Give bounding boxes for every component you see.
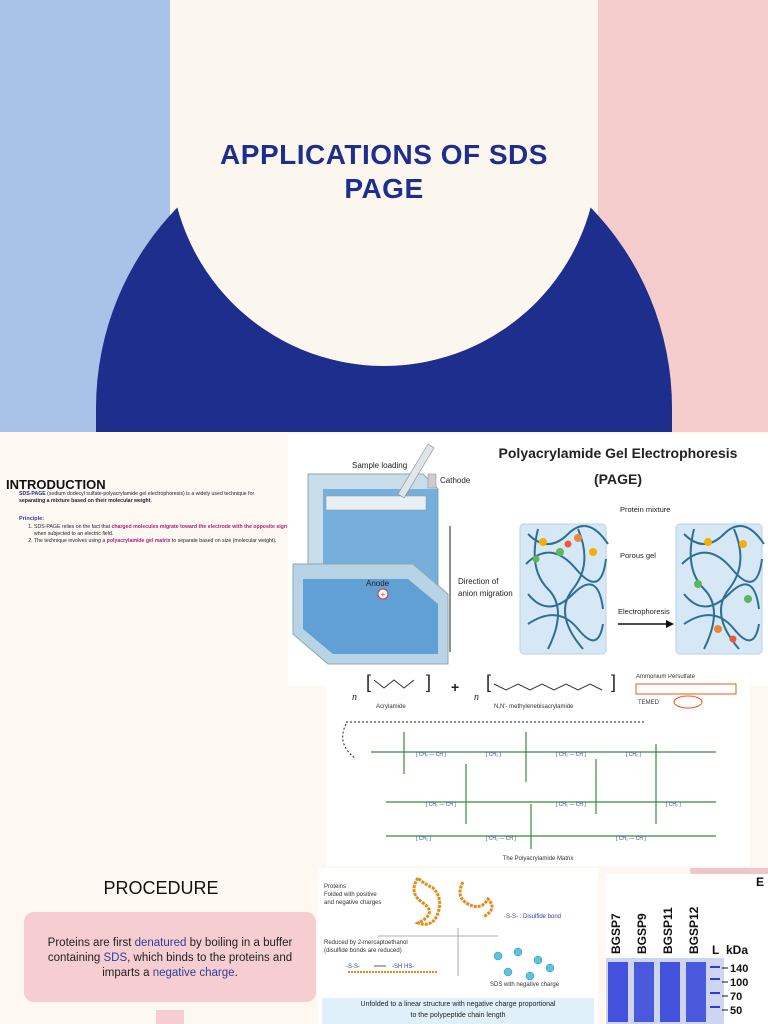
arrowhead-icon	[666, 620, 674, 628]
svg-text:[ CH₂ — CH ]: [ CH₂ — CH ]	[556, 802, 586, 808]
pink-decor-block	[156, 1010, 184, 1024]
lane-label-3: BGSP11	[661, 907, 675, 954]
svg-text:[ CH₂ — CH ]: [ CH₂ — CH ]	[556, 752, 586, 758]
label-unfolded-1: Unfolded to a linear structure with nega…	[361, 1001, 556, 1008]
svg-text:[ CH₂ — CH ]: [ CH₂ — CH ]	[426, 802, 456, 808]
keyword-sds: SDS	[103, 952, 128, 964]
sds-molecules	[493, 947, 555, 981]
introduction-paragraph: SDS-PAGE (sodium dodecyl sulfate-polyacr…	[19, 491, 281, 505]
svg-text:[ CH₂ ]: [ CH₂ ]	[416, 836, 431, 842]
porous-gel-before	[519, 523, 609, 655]
unit-label: kDa	[726, 943, 748, 957]
sds-gel-photo: E BGSP7 BGSP9 BGSP11 BGSP12 L kDa 140 10…	[606, 874, 768, 1024]
keyword-negative-charge: negative charge	[152, 967, 235, 979]
keyword-denatured: denatured	[134, 937, 187, 949]
n1-symbol: n	[352, 692, 357, 703]
reaction-arrow	[342, 723, 357, 760]
unfolded-caption-box	[322, 998, 594, 1024]
introduction-heading: INTRODUCTION	[6, 477, 106, 492]
intro-bold-text: separating a mixture based on their mole…	[19, 498, 151, 504]
procedure-text-box	[24, 912, 316, 1002]
svg-text:[ CH₂ — CH ]: [ CH₂ — CH ]	[486, 836, 516, 842]
label-porous-gel: Porous gel	[620, 551, 656, 560]
label-disulfide-bond: -S-S- : Disulfide bond	[504, 914, 561, 920]
marker-100: 100	[730, 977, 748, 989]
label-polyacrylamide-matrix: The Polyacrylamide Matrix	[503, 856, 574, 862]
label-reduced-1: Reduced by 2-mercaptoethanol	[324, 940, 408, 946]
label-direction-2: anion migration	[458, 589, 513, 598]
label-protein-mixture: Protein mixture	[620, 505, 670, 514]
polyacrylamide-matrix-diagram: n n [] + [] Acrylamide N,N'- methylenebi…	[326, 672, 750, 866]
label-anode: Anode	[366, 579, 390, 588]
label-bisacrylamide: N,N'- methylenebisacrylamide	[494, 704, 574, 710]
label-ammonium-persulfate: Ammonium Persulfate	[636, 674, 696, 680]
slide-title: APPLICATIONS OF SDS PAGE	[220, 139, 548, 204]
svg-text:[ CH₂ — CH ]: [ CH₂ — CH ]	[616, 836, 646, 842]
label-folded-3: and negative charges	[324, 900, 381, 906]
lane-label-1: BGSP7	[609, 913, 623, 954]
introduction-slide: INTRODUCTION SDS-PAGE (sodium dodecyl su…	[0, 434, 768, 866]
label-reduced-2: (disulfide bonds are reduced)	[324, 948, 402, 954]
svg-text:+: +	[381, 590, 386, 599]
lane-label-4: BGSP12	[687, 906, 701, 954]
n2-symbol: n	[474, 692, 479, 703]
principle-item-2: The technique involves using a polyacryl…	[34, 538, 292, 545]
svg-text:[ CH₂ — CH ]: [ CH₂ — CH ]	[416, 752, 446, 758]
label-direction-1: Direction of	[458, 577, 499, 586]
label-acrylamide: Acrylamide	[376, 704, 406, 710]
procedure-heading: PROCEDURE	[103, 878, 219, 898]
gel-corner-label: E	[756, 875, 764, 889]
label-sds-negative: SDS with negative charge	[490, 982, 560, 988]
porous-gel-after	[675, 523, 765, 655]
page-diagram-title-1: Polyacrylamide Gel Electrophoresis	[499, 445, 738, 461]
marker-140: 140	[730, 963, 748, 975]
label-folded-1: Proteins	[324, 884, 346, 890]
label-unfolded-2: to the polypeptide chain length	[411, 1012, 506, 1019]
folded-protein-1	[412, 876, 442, 926]
marker-50: 50	[730, 1005, 742, 1017]
folded-protein-2	[458, 881, 494, 919]
svg-text:+: +	[451, 679, 459, 695]
ladder-label: L	[712, 943, 719, 957]
principle-heading: Principle:	[19, 516, 45, 522]
procedure-text: Proteins are first denatured by boiling …	[47, 937, 293, 979]
procedure-slide: PROCEDURE Proteins are first denatured b…	[0, 868, 768, 1024]
lane-label-2: BGSP9	[635, 913, 649, 954]
intro-text: (sodium dodecyl sulfate-polyacrylamide g…	[45, 491, 255, 497]
cream-pill-shape	[170, 0, 598, 366]
svg-text:[: [	[366, 674, 371, 692]
gel-bands	[608, 962, 720, 1022]
principle-list: SDS-PAGE relies on the fact that charged…	[26, 524, 292, 546]
label-electrophoresis: Electrophoresis	[618, 607, 670, 616]
protein-denaturation-diagram: Proteins Folded with positive and negati…	[318, 868, 598, 1024]
sds-page-term: SDS-PAGE	[19, 491, 46, 497]
svg-text:]: ]	[426, 674, 431, 692]
svg-text:[: [	[486, 674, 491, 692]
label-folded-2: Folded with positive	[324, 892, 377, 898]
label-sample-loading: Sample loading	[352, 461, 407, 470]
label-temed: TEMED	[638, 700, 660, 706]
polymer-chains	[371, 732, 716, 849]
marker-70: 70	[730, 991, 742, 1003]
label-cathode: Cathode	[440, 476, 471, 485]
electrophoresis-tank: +	[292, 443, 449, 665]
intro-end: .	[150, 498, 152, 504]
label-sh: -SH HS-	[392, 964, 414, 970]
title-slide: APPLICATIONS OF SDS PAGE	[0, 0, 768, 432]
svg-text:[ CH₂ ]: [ CH₂ ]	[626, 752, 641, 758]
page-apparatus-diagram: Polyacrylamide Gel Electrophoresis (PAGE…	[288, 434, 768, 686]
svg-text:]: ]	[611, 674, 616, 692]
principle-item-1: SDS-PAGE relies on the fact that charged…	[34, 524, 292, 538]
svg-text:[ CH₂ ]: [ CH₂ ]	[486, 752, 501, 758]
svg-text:[ CH₂ ]: [ CH₂ ]	[666, 802, 681, 808]
label-ss: -S-S-	[346, 964, 360, 970]
page-diagram-title-2: (PAGE)	[594, 471, 642, 487]
